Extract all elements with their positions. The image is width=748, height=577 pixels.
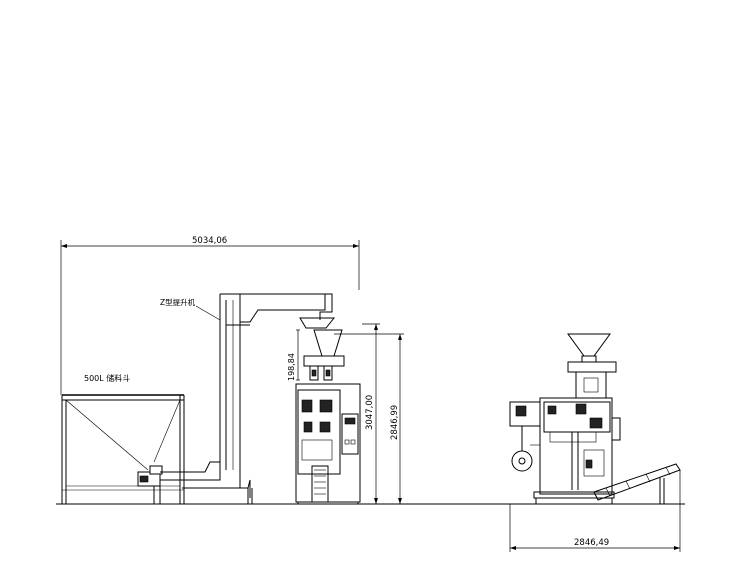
dimension-total-height-label: 2846,99 <box>390 405 400 440</box>
packing-machine-front <box>295 329 361 504</box>
dimension-side-width-label: 2846,49 <box>574 538 609 548</box>
dimension-machine-height-label: 3047,00 <box>365 395 375 430</box>
dimension-machine-height: 3047,00 <box>362 323 380 504</box>
dimension-total-height: 2846,99 <box>334 333 404 504</box>
storage-hopper: 500L 储料斗 <box>61 373 185 504</box>
storage-hopper-label: 500L 储料斗 <box>84 373 130 383</box>
dimension-side-width: 2846,49 <box>509 470 681 552</box>
elevator-label: Z型提升机 <box>160 297 196 307</box>
dimension-hopper-height-label: 198,84 <box>287 353 296 381</box>
z-elevator: Z型提升机 <box>160 293 336 504</box>
packing-machine-side <box>509 333 681 504</box>
dimension-overall-width: 5034,06 <box>60 236 360 395</box>
dimension-hopper-height: 198,84 <box>287 329 300 381</box>
dimension-overall-width-label: 5034,06 <box>192 236 227 246</box>
